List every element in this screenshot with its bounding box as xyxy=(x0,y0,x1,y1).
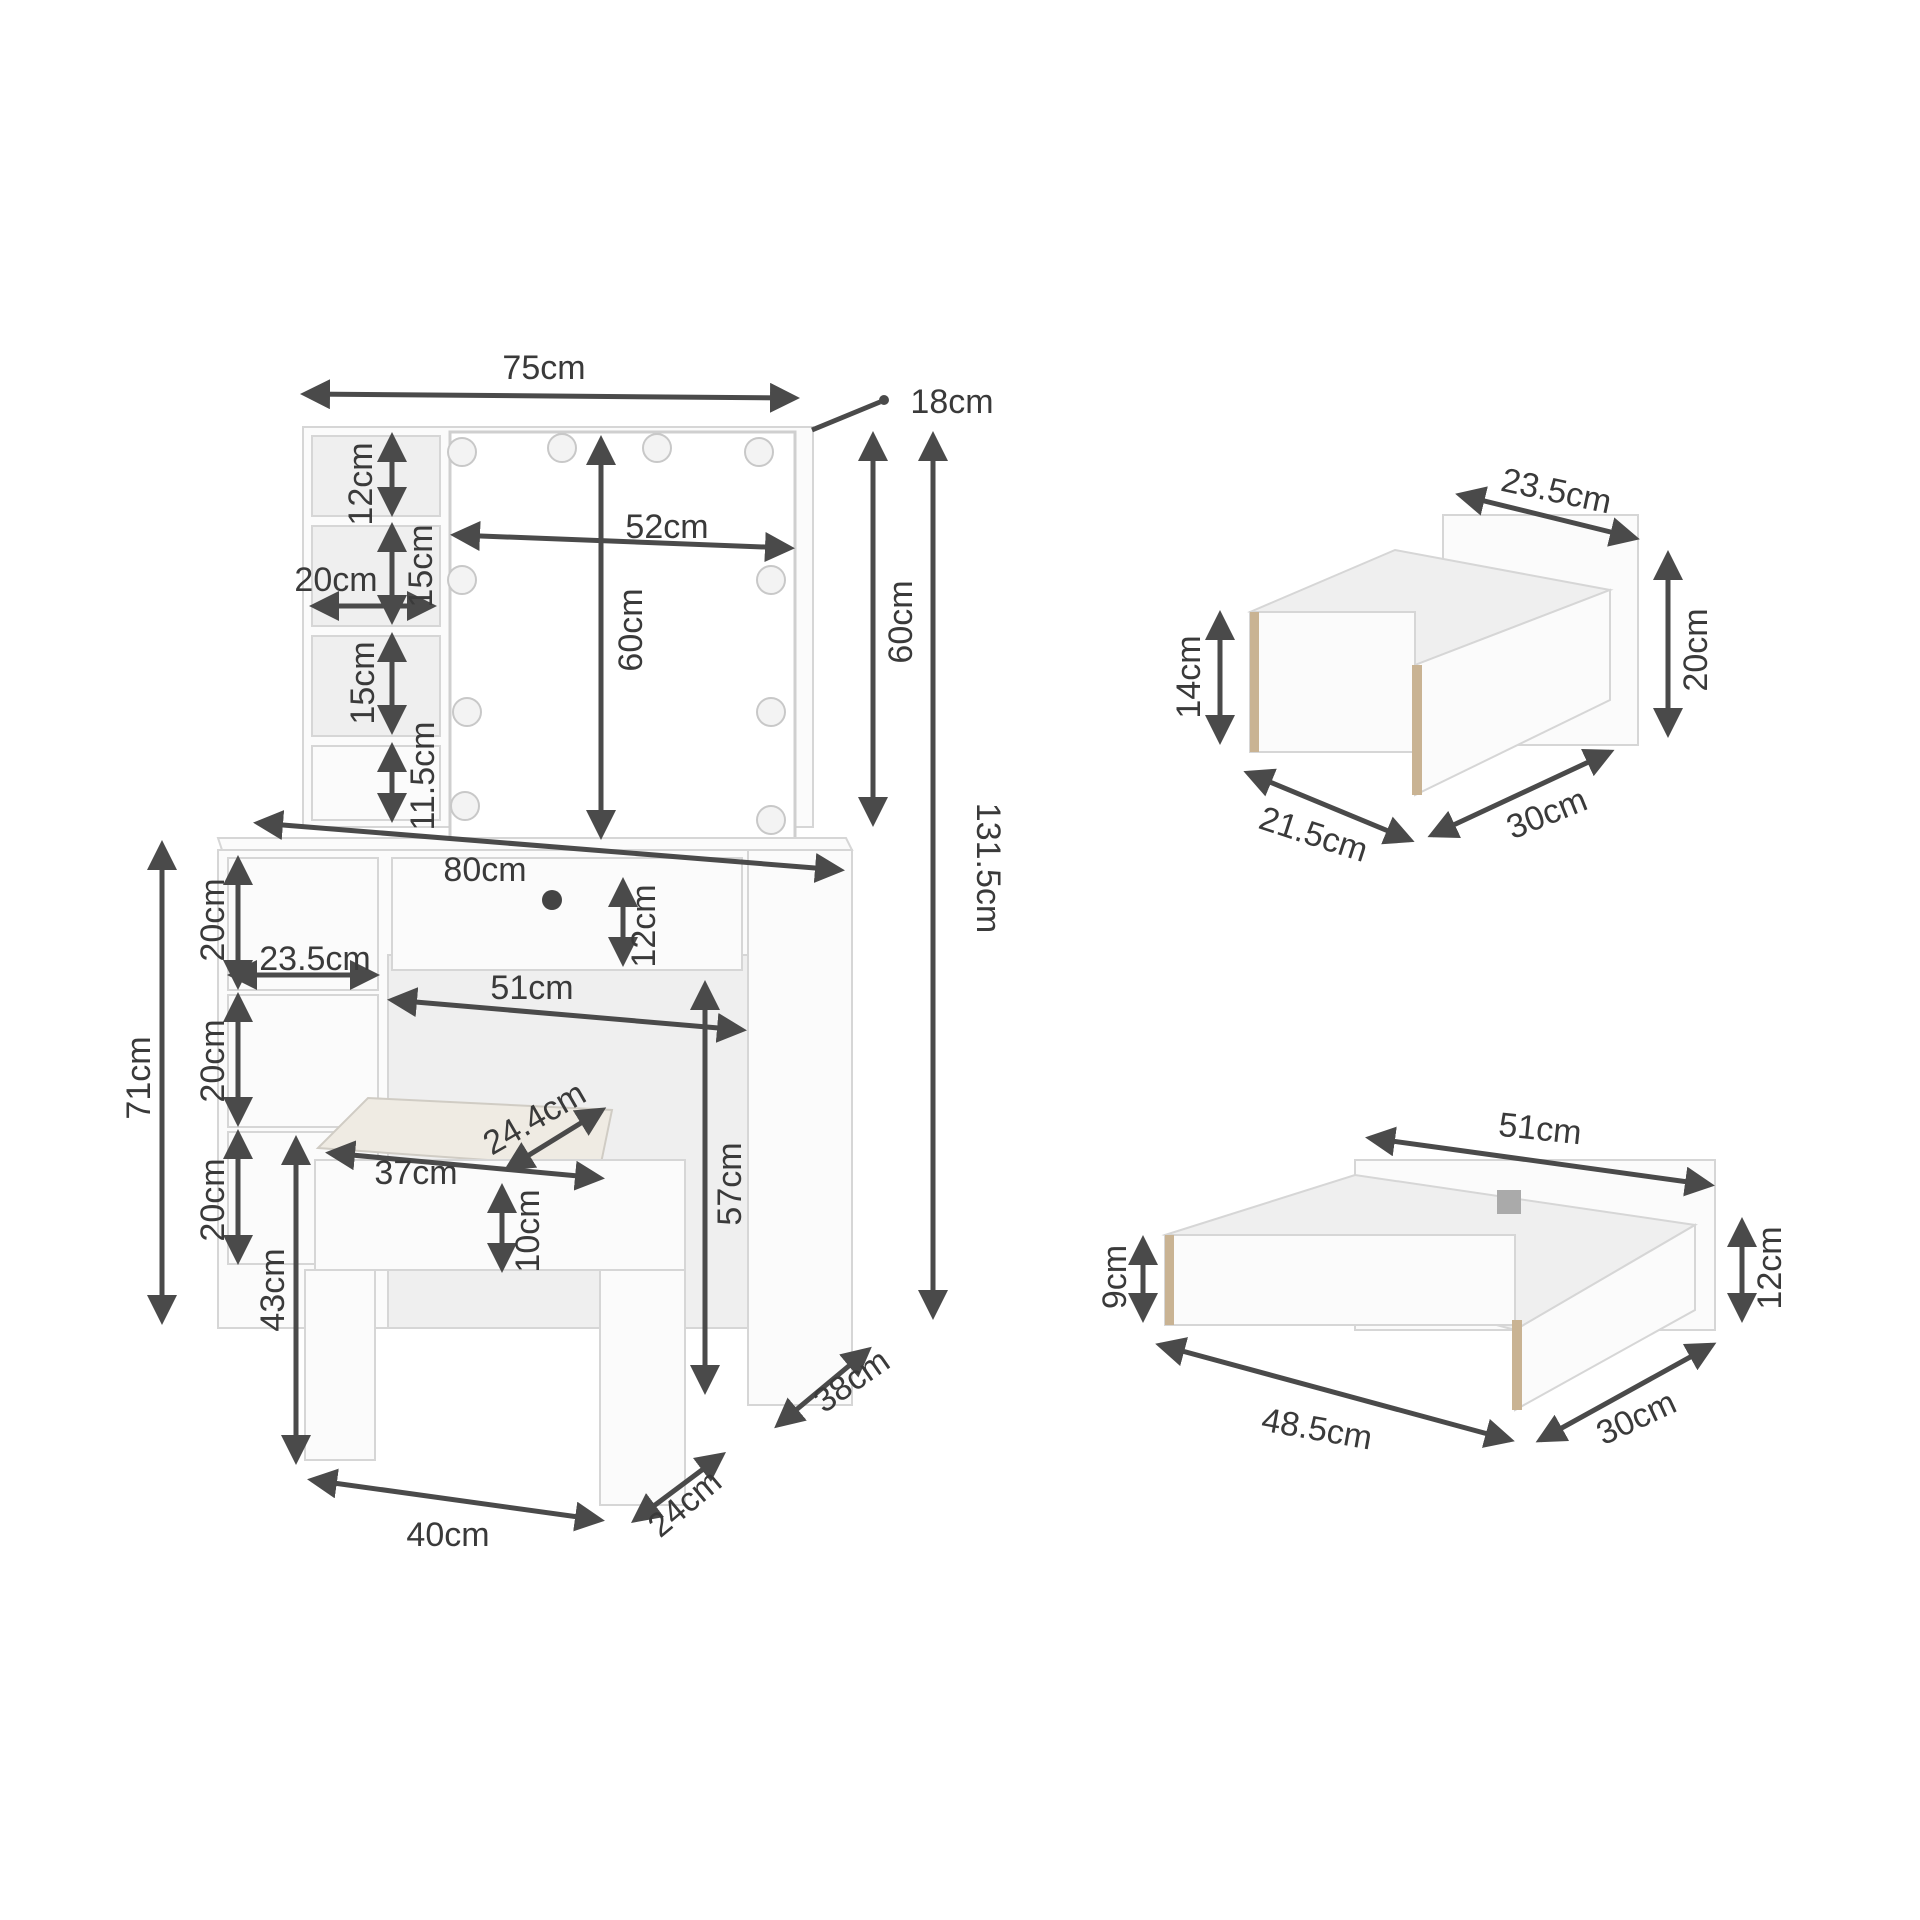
label-shelf-1-height: 12cm xyxy=(342,442,380,525)
bulb-icons xyxy=(447,433,786,835)
side-drawer-illustration xyxy=(1205,486,1683,845)
label-center-drawer-detail-front-height: 12cm xyxy=(1751,1226,1789,1309)
label-center-drawer-detail-box-height: 9cm xyxy=(1096,1245,1134,1309)
label-side-drawer-2-height: 20cm xyxy=(194,1019,232,1102)
label-cabinet-depth: 18cm xyxy=(910,383,993,421)
label-side-drawer-detail-front-height: 20cm xyxy=(1677,608,1715,691)
label-cabinet-height: 60cm xyxy=(882,580,920,663)
label-small-drawer-height: 11.5cm xyxy=(404,722,442,831)
label-side-drawer-1-height: 20cm xyxy=(194,878,232,961)
label-side-drawer-detail-inner-width: 21.5cm xyxy=(1255,799,1373,870)
label-desk-height: 71cm xyxy=(120,1036,158,1119)
label-shelf-width: 20cm xyxy=(294,561,377,599)
label-side-drawer-detail-box-height: 14cm xyxy=(1170,635,1208,718)
lock-icon xyxy=(542,890,562,910)
label-cabinet-width: 75cm xyxy=(502,349,585,387)
label-center-drawer-detail-inner-width: 48.5cm xyxy=(1259,1401,1375,1458)
label-shelf-2-height: 15cm xyxy=(402,524,440,607)
dimension-lines xyxy=(147,379,948,1532)
label-total-height: 131.5cm xyxy=(969,803,1007,933)
label-stool-seat-width: 37cm xyxy=(374,1154,457,1192)
label-mirror-width: 52cm xyxy=(625,508,708,546)
label-knee-space-width: 51cm xyxy=(490,969,573,1007)
label-center-drawer-detail-depth: 30cm xyxy=(1591,1383,1682,1453)
label-center-drawer-detail-width: 51cm xyxy=(1497,1106,1584,1152)
label-center-drawer-height: 12cm xyxy=(625,884,663,967)
label-side-drawer-width: 23.5cm xyxy=(259,940,371,978)
label-stool-storage-height: 10cm xyxy=(509,1189,547,1272)
label-side-drawer-3-height: 20cm xyxy=(194,1158,232,1241)
mirror-cabinet xyxy=(302,426,814,844)
label-stool-width: 40cm xyxy=(406,1516,489,1554)
label-knee-space-height: 57cm xyxy=(711,1142,749,1225)
label-shelf-3-height: 15cm xyxy=(344,641,382,724)
center-drawer-illustration xyxy=(1128,1126,1757,1448)
label-mirror-height: 60cm xyxy=(612,588,650,671)
label-side-drawer-detail-width: 23.5cm xyxy=(1498,461,1615,521)
label-side-drawer-detail-depth: 30cm xyxy=(1501,781,1592,847)
lock-plate-icon xyxy=(1497,1190,1521,1214)
label-desk-width: 80cm xyxy=(443,851,526,889)
mirror xyxy=(448,430,797,844)
label-stool-height: 43cm xyxy=(254,1248,292,1331)
